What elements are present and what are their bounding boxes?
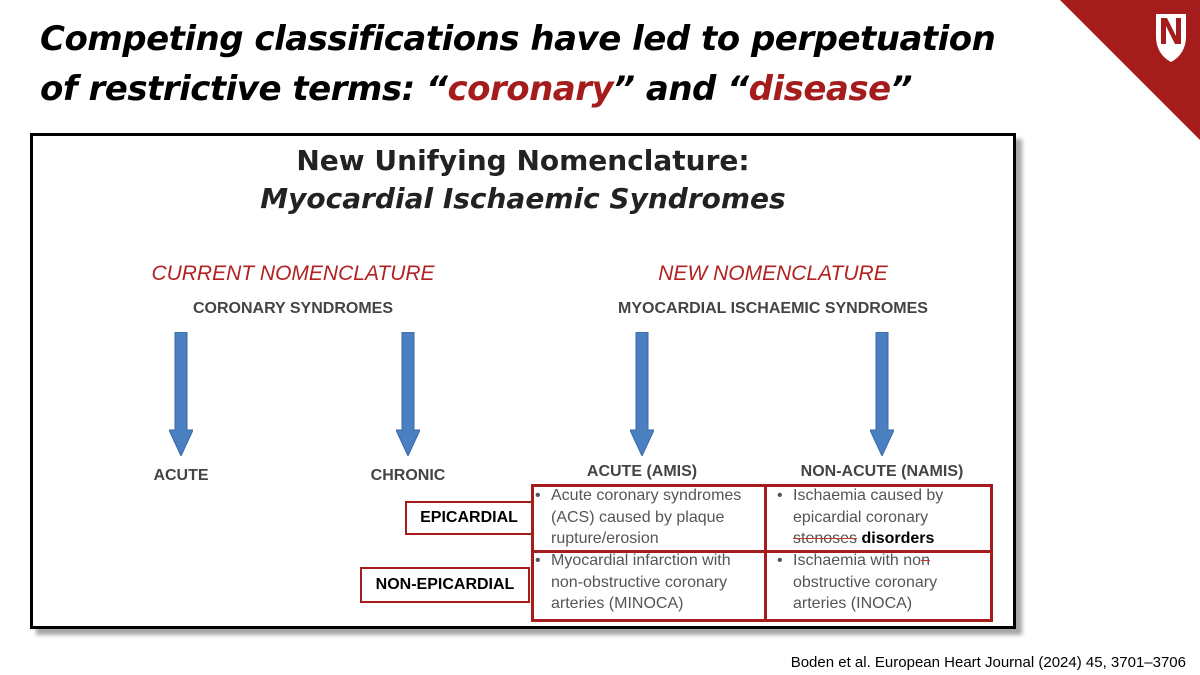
diagram-subtitle: Myocardial Ischaemic Syndromes bbox=[260, 182, 786, 215]
title-line-2-mid: ” and “ bbox=[613, 69, 749, 109]
title-line-2-end: ” bbox=[890, 69, 913, 109]
mis-label: MYOCARDIAL ISCHAEMIC SYNDROMES bbox=[618, 300, 928, 317]
cell-line: non-obstructive coronary bbox=[551, 573, 728, 591]
cell-text: Ischaemia with no bbox=[793, 552, 922, 569]
down-arrow-icon bbox=[396, 332, 420, 456]
title-line-1: Competing classifications have led to pe… bbox=[40, 19, 996, 59]
citation: Boden et al. European Heart Journal (202… bbox=[790, 654, 1186, 671]
cell-line: epicardial coronary bbox=[793, 508, 929, 526]
down-arrow-icon bbox=[169, 332, 193, 456]
coronary-syndromes-label: CORONARY SYNDROMES bbox=[192, 300, 394, 317]
cell-line: Myocardial infarction with bbox=[551, 552, 731, 569]
cell-line: (ACS) caused by plaque bbox=[551, 508, 725, 526]
struck-letter-n: n bbox=[921, 552, 930, 569]
title-line-2-prefix: of restrictive terms: “ bbox=[40, 69, 448, 109]
down-arrow-icon bbox=[870, 332, 894, 456]
bullet: • bbox=[535, 487, 541, 504]
cell-line: rupture/erosion bbox=[551, 530, 659, 547]
cell-line: arteries (INOCA) bbox=[793, 595, 913, 612]
acute-label: ACUTE bbox=[153, 467, 209, 484]
chronic-label: CHRONIC bbox=[370, 467, 446, 484]
acute-amis-label: ACUTE (AMIS) bbox=[586, 463, 698, 480]
bullet: • bbox=[777, 552, 783, 569]
table-divider-vertical bbox=[764, 484, 767, 622]
cell-line: stenoses disorders bbox=[793, 528, 943, 550]
university-n-shield-icon bbox=[1060, 0, 1200, 140]
bullet: • bbox=[535, 552, 541, 569]
cell-line: Acute coronary syndromes bbox=[551, 487, 742, 504]
title-keyword-disease: disease bbox=[748, 69, 892, 109]
cell-line: obstructive coronary bbox=[793, 573, 938, 591]
non-acute-namis-label: NON-ACUTE (NAMIS) bbox=[800, 463, 964, 480]
diagram-title: New Unifying Nomenclature: bbox=[296, 144, 750, 177]
cell-line: arteries (MINOCA) bbox=[551, 595, 684, 612]
down-arrow-icon bbox=[630, 332, 654, 456]
epicardial-tag: EPICARDIAL bbox=[405, 501, 533, 535]
cell-line: Ischaemia with non bbox=[793, 550, 937, 572]
classification-table bbox=[531, 484, 993, 622]
replacement-word-disorders: disorders bbox=[861, 530, 935, 547]
new-nomenclature-heading: NEW NOMENCLATURE bbox=[658, 262, 888, 285]
cell-line: Ischaemia caused by bbox=[793, 487, 944, 504]
current-nomenclature-heading: CURRENT NOMENCLATURE bbox=[151, 262, 435, 285]
slide-title: Competing classifications have led to pe… bbox=[40, 14, 1020, 114]
title-line-2: of restrictive terms: “coronary” and “di… bbox=[40, 64, 1020, 114]
struck-word-stenoses: stenoses bbox=[793, 530, 858, 547]
diagram-panel: New Unifying Nomenclature: Myocardial Is… bbox=[30, 133, 1016, 629]
title-keyword-coronary: coronary bbox=[447, 69, 614, 109]
bullet: • bbox=[777, 487, 783, 504]
table-divider-horizontal bbox=[531, 550, 993, 553]
non-epicardial-tag: NON-EPICARDIAL bbox=[360, 567, 530, 603]
